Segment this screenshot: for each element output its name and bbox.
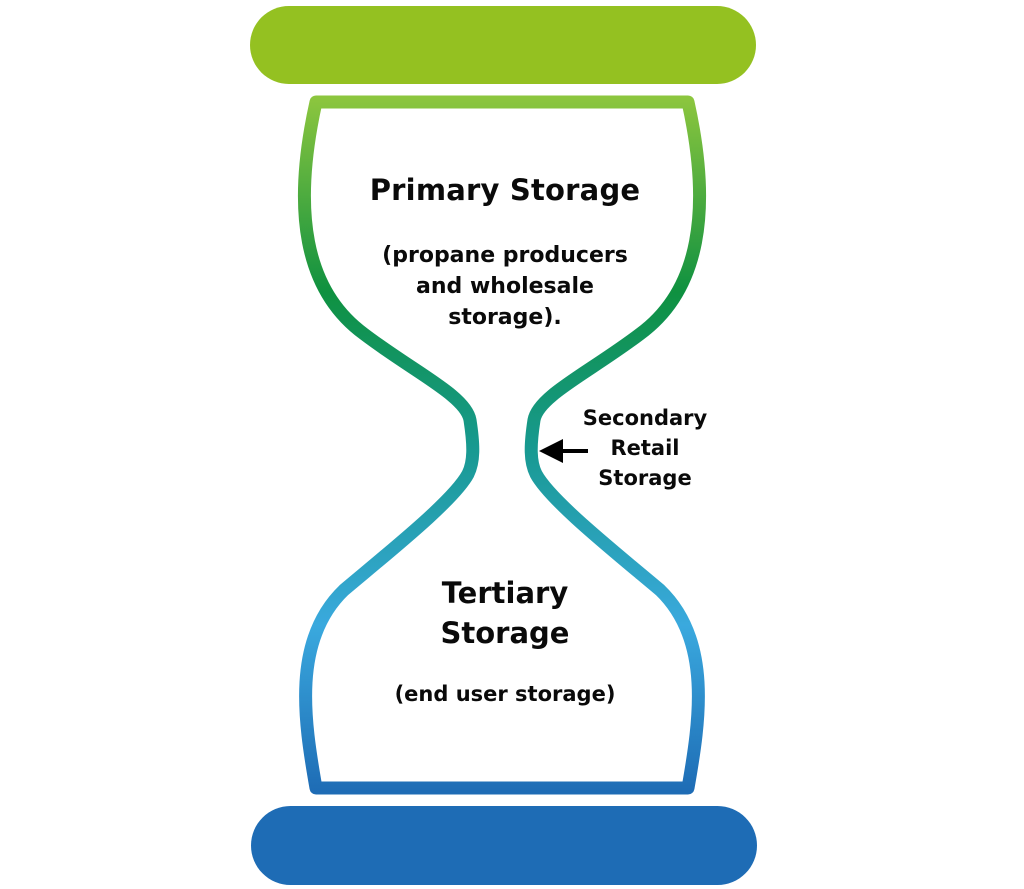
tertiary-storage-title: Tertiary Storage — [300, 573, 710, 653]
arrow-head — [539, 439, 563, 463]
tertiary-title-line: Tertiary — [441, 576, 569, 610]
bottom-cap-bar — [251, 806, 757, 885]
primary-desc-line: (propane producers — [382, 243, 628, 268]
primary-storage-description: (propane producers and wholesale storage… — [300, 240, 710, 333]
secondary-label-line: Retail — [610, 436, 680, 460]
hourglass-outline — [297, 95, 707, 795]
top-cap-bar — [250, 6, 756, 84]
secondary-label-line: Storage — [598, 466, 692, 490]
primary-desc-line: storage). — [448, 305, 562, 330]
primary-desc-line: and wholesale — [416, 274, 594, 299]
secondary-label-line: Secondary — [582, 406, 708, 430]
primary-storage-title: Primary Storage — [369, 173, 641, 207]
secondary-retail-storage-label: Secondary Retail Storage — [560, 403, 730, 493]
tertiary-title-line: Storage — [440, 616, 570, 650]
tertiary-storage-description: (end user storage) — [394, 682, 616, 706]
arrow-icon — [539, 439, 588, 463]
